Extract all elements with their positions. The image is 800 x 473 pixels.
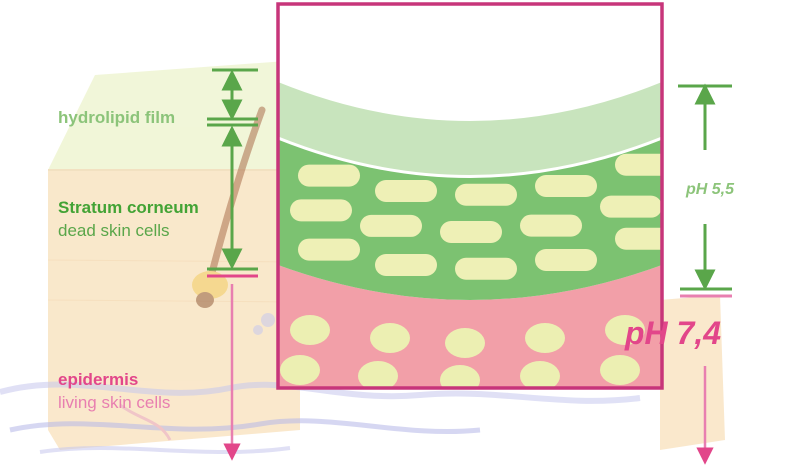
dead-skin-cell xyxy=(455,257,517,280)
epidermis-label: epidermis xyxy=(58,370,139,389)
living-skin-cell xyxy=(525,323,565,353)
dead-skin-cell xyxy=(298,164,360,187)
dead-skin-cell xyxy=(290,199,352,222)
living-skin-cell xyxy=(290,315,330,345)
dead-skin-cell xyxy=(298,238,360,261)
living-skin-cells xyxy=(280,315,645,388)
living-skin-cell xyxy=(600,355,640,385)
living-skin-cell xyxy=(605,315,645,345)
living-skin-cell xyxy=(440,365,480,388)
ph-epidermis-label: pH 7,4 xyxy=(625,315,722,351)
stratum-corneum-label: Stratum corneum xyxy=(58,198,199,217)
living-skin-cell xyxy=(520,361,560,388)
hydrolipid-film-label: hydrolipid film xyxy=(58,108,176,127)
dead-skin-cell xyxy=(615,227,662,250)
living-skin-cell xyxy=(280,355,320,385)
zoom-inset xyxy=(278,4,662,388)
dead-skin-cells xyxy=(290,153,662,280)
dead-skin-cell xyxy=(360,214,422,237)
dead-skin-cell xyxy=(520,214,582,237)
epidermis-layer xyxy=(278,265,662,388)
dead-skin-cell xyxy=(375,254,437,276)
ph-surface-label: pH 5,5 xyxy=(686,181,735,198)
zoom-frame xyxy=(276,2,664,390)
dead-skin-cells-label: dead skin cells xyxy=(58,221,170,240)
dead-skin-cell xyxy=(535,175,597,197)
living-skin-cell xyxy=(370,323,410,353)
dead-skin-cell xyxy=(600,195,662,218)
dead-skin-cell xyxy=(375,180,437,202)
dead-skin-cell xyxy=(440,220,502,243)
living-skin-cell xyxy=(358,361,398,388)
living-skin-cells-label: living skin cells xyxy=(58,393,171,412)
dead-skin-cell xyxy=(455,183,517,206)
hydrolipid-film-layer xyxy=(278,82,662,177)
dead-skin-cell xyxy=(615,153,662,176)
dead-skin-cell xyxy=(535,249,597,271)
living-skin-cell xyxy=(445,328,485,358)
